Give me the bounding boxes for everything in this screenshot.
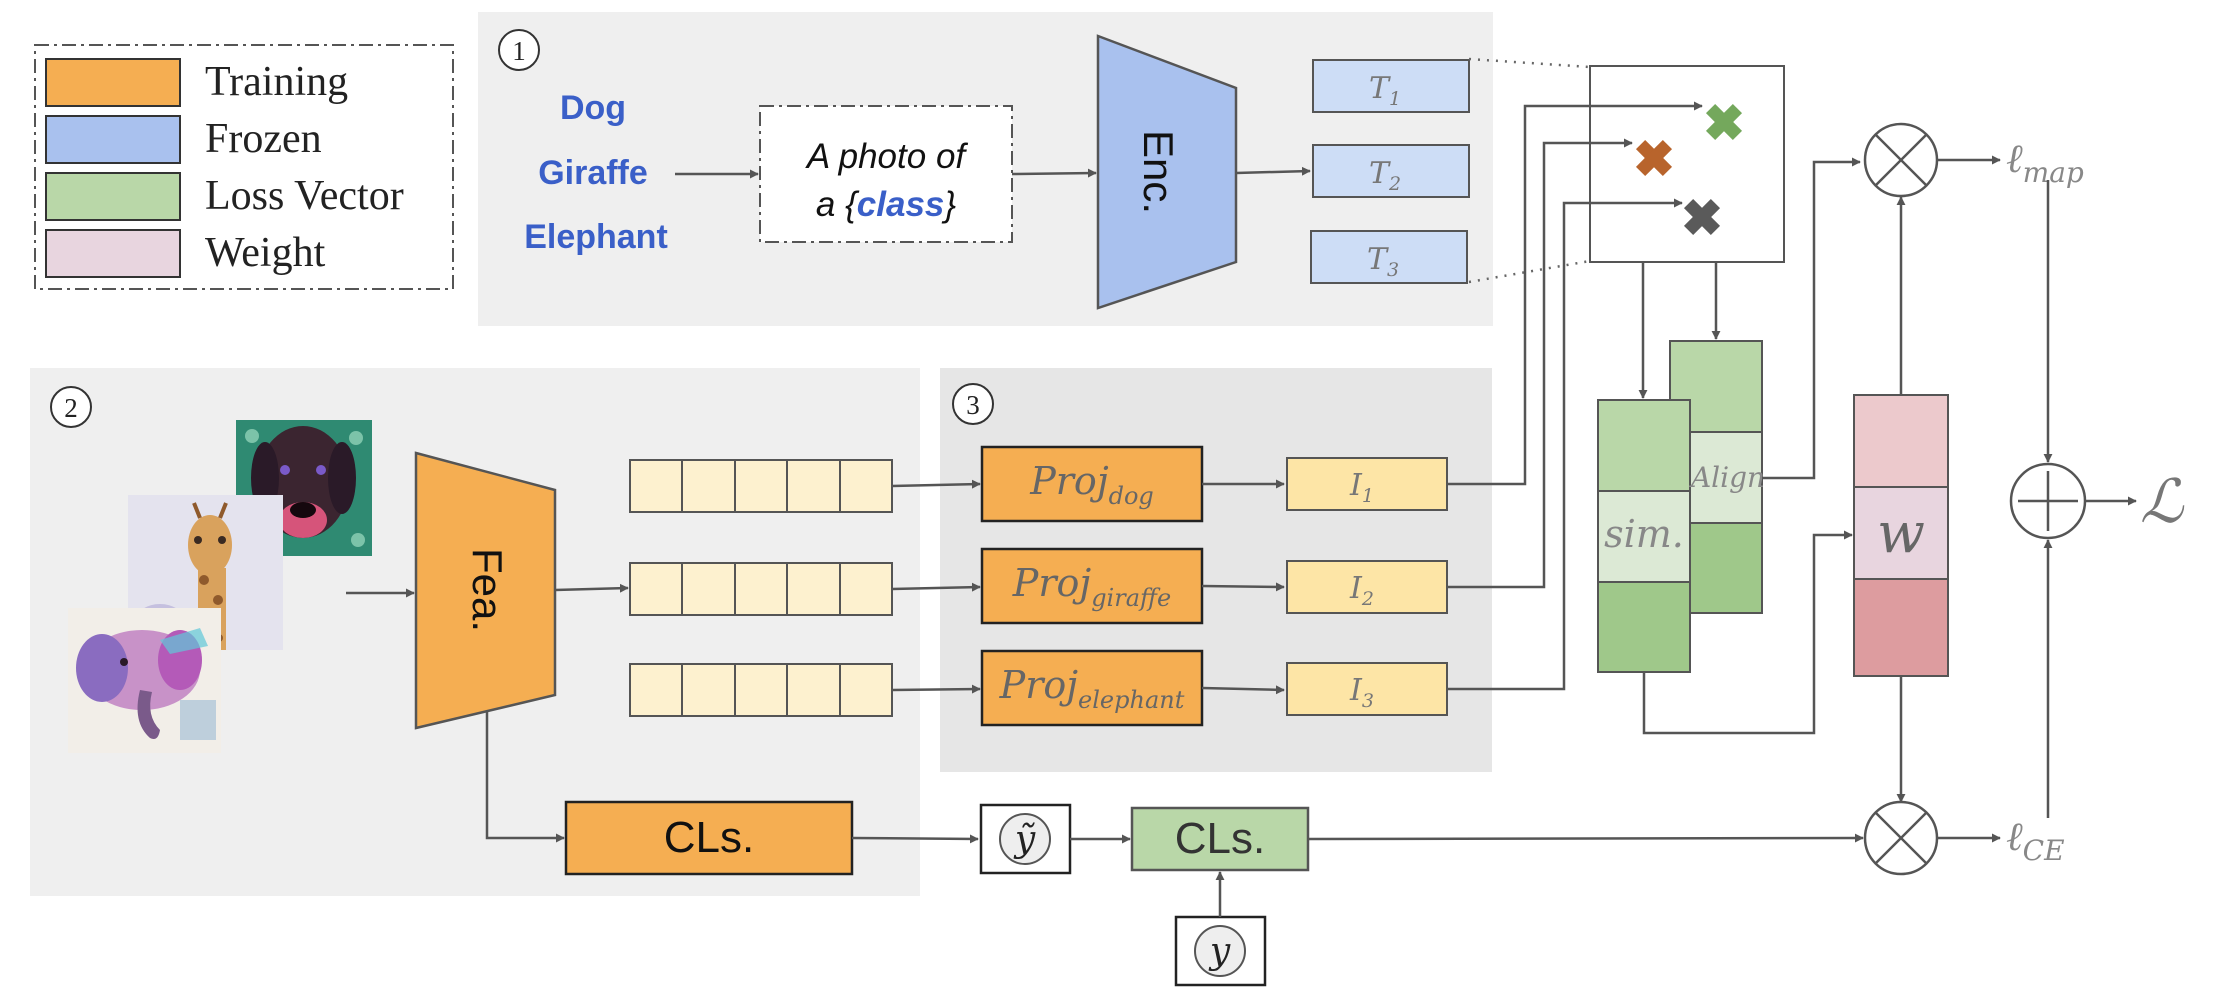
text-feature-t2-label: T2 — [1369, 156, 1401, 195]
legend-swatch-frozen — [45, 115, 181, 164]
arrow-frozen-cls-to-multiply-ce — [1307, 833, 1864, 843]
class-name-elephant: Elephant — [524, 218, 668, 256]
projection-giraffe — [980, 547, 1204, 625]
class-name-dog: Dog — [560, 89, 626, 127]
legend-label-frozen: Frozen — [205, 116, 322, 162]
arrow-prompt-to-encoder — [1011, 168, 1097, 178]
image-feature-i3 — [1286, 662, 1448, 716]
text-encoder-label: Enc. — [1135, 130, 1182, 214]
projection-giraffe-label: Projgiraffe — [1012, 561, 1171, 612]
arrow-sim-to-weight — [1642, 530, 1853, 735]
text-feature-t3-label: T3 — [1367, 242, 1399, 281]
arrow-tokens1-to-proj-dog — [891, 479, 981, 489]
feature-tokens-row-1 — [629, 459, 893, 513]
embedding-space-box — [1589, 65, 1785, 263]
badge-section-1: 1 — [498, 29, 540, 71]
badge-section-2-text: 2 — [64, 393, 78, 423]
prompt-template-box — [759, 105, 1013, 243]
legend-swatch-weight — [45, 229, 181, 278]
legend: Training Frozen Loss Vector Weight — [34, 44, 454, 290]
arrow-proj-giraffe-to-i2 — [1201, 582, 1285, 592]
feature-extractor-label: Fea. — [464, 548, 511, 632]
sim-label: sim. — [1604, 512, 1684, 556]
projection-elephant — [980, 649, 1204, 727]
text-feature-t1-label: T1 — [1369, 71, 1401, 110]
legend-label-loss-vector: Loss Vector — [205, 173, 404, 219]
arrow-proj-elephant-to-i3 — [1201, 685, 1285, 695]
weight-vector — [1853, 394, 1949, 677]
sim-loss-vector — [1597, 399, 1691, 673]
plus-operator — [2009, 462, 2087, 540]
cross-marker-orange — [1635, 139, 1673, 177]
arrow-classifier-to-ytilde — [851, 834, 979, 844]
multiply-map-operator — [1863, 122, 1939, 198]
classifier-frozen-label: CLs. — [1175, 814, 1265, 863]
text-feature-t2 — [1312, 144, 1470, 198]
text-feature-t1 — [1312, 59, 1470, 113]
arrow-encoder-to-t2 — [1235, 166, 1311, 176]
legend-swatch-training — [45, 58, 181, 107]
classifier-training — [564, 800, 854, 876]
feature-tokens-row-2 — [629, 562, 893, 616]
loss-map-label: ℓmap — [2006, 136, 2084, 189]
badge-section-1-text: 1 — [512, 36, 526, 66]
classifier-training-label: CLs. — [664, 813, 754, 862]
cross-marker-green — [1705, 103, 1743, 141]
badge-section-3-text: 3 — [966, 390, 980, 420]
align-label: Align — [1688, 461, 1765, 494]
multiply-ce-operator — [1863, 800, 1939, 876]
badge-section-3: 3 — [952, 383, 994, 425]
image-elephant — [68, 608, 221, 753]
arrow-i3-to-embedding — [1447, 198, 1683, 691]
feature-extractor — [414, 451, 557, 730]
arrow-fea-to-classifier — [485, 712, 565, 843]
image-feature-i1-label: I1 — [1349, 468, 1374, 507]
y-tilde-label: ỹ — [1013, 819, 1036, 860]
text-feature-t3 — [1310, 230, 1468, 284]
legend-label-training: Training — [205, 59, 348, 105]
arrow-tokens3-to-proj-elephant — [891, 684, 981, 694]
weight-label: w — [1877, 501, 1925, 566]
projection-dog-label: Projdog — [1029, 459, 1154, 510]
prompt-line-2: a {class} — [816, 185, 956, 224]
arrow-i2-to-embedding — [1447, 138, 1633, 589]
image-feature-i2 — [1286, 560, 1448, 614]
feature-tokens-row-3 — [629, 663, 893, 717]
badge-section-2: 2 — [50, 386, 92, 428]
text-encoder — [1096, 34, 1238, 310]
legend-label-weight: Weight — [205, 230, 326, 276]
arrow-tokens2-to-proj-giraffe — [891, 582, 981, 592]
loss-ce-label: ℓCE — [2006, 814, 2065, 867]
prompt-line-1: A photo of — [805, 137, 969, 176]
image-feature-i2-label: I2 — [1349, 571, 1374, 610]
arrow-i1-to-embedding — [1447, 101, 1703, 486]
legend-swatch-loss-vector — [45, 172, 181, 221]
y-label: y — [1208, 931, 1231, 972]
arrow-align-to-multiply-map — [1762, 157, 1861, 480]
cross-marker-gray — [1683, 198, 1721, 236]
total-loss-label: ℒ — [2140, 467, 2185, 537]
projection-dog — [980, 445, 1204, 523]
projection-elephant-label: Projelephant — [999, 663, 1185, 714]
prompt-class-placeholder: class — [857, 185, 945, 224]
class-name-giraffe: Giraffe — [538, 154, 648, 192]
arrow-fea-to-tokens — [554, 583, 629, 593]
image-feature-i3-label: I3 — [1349, 673, 1374, 712]
